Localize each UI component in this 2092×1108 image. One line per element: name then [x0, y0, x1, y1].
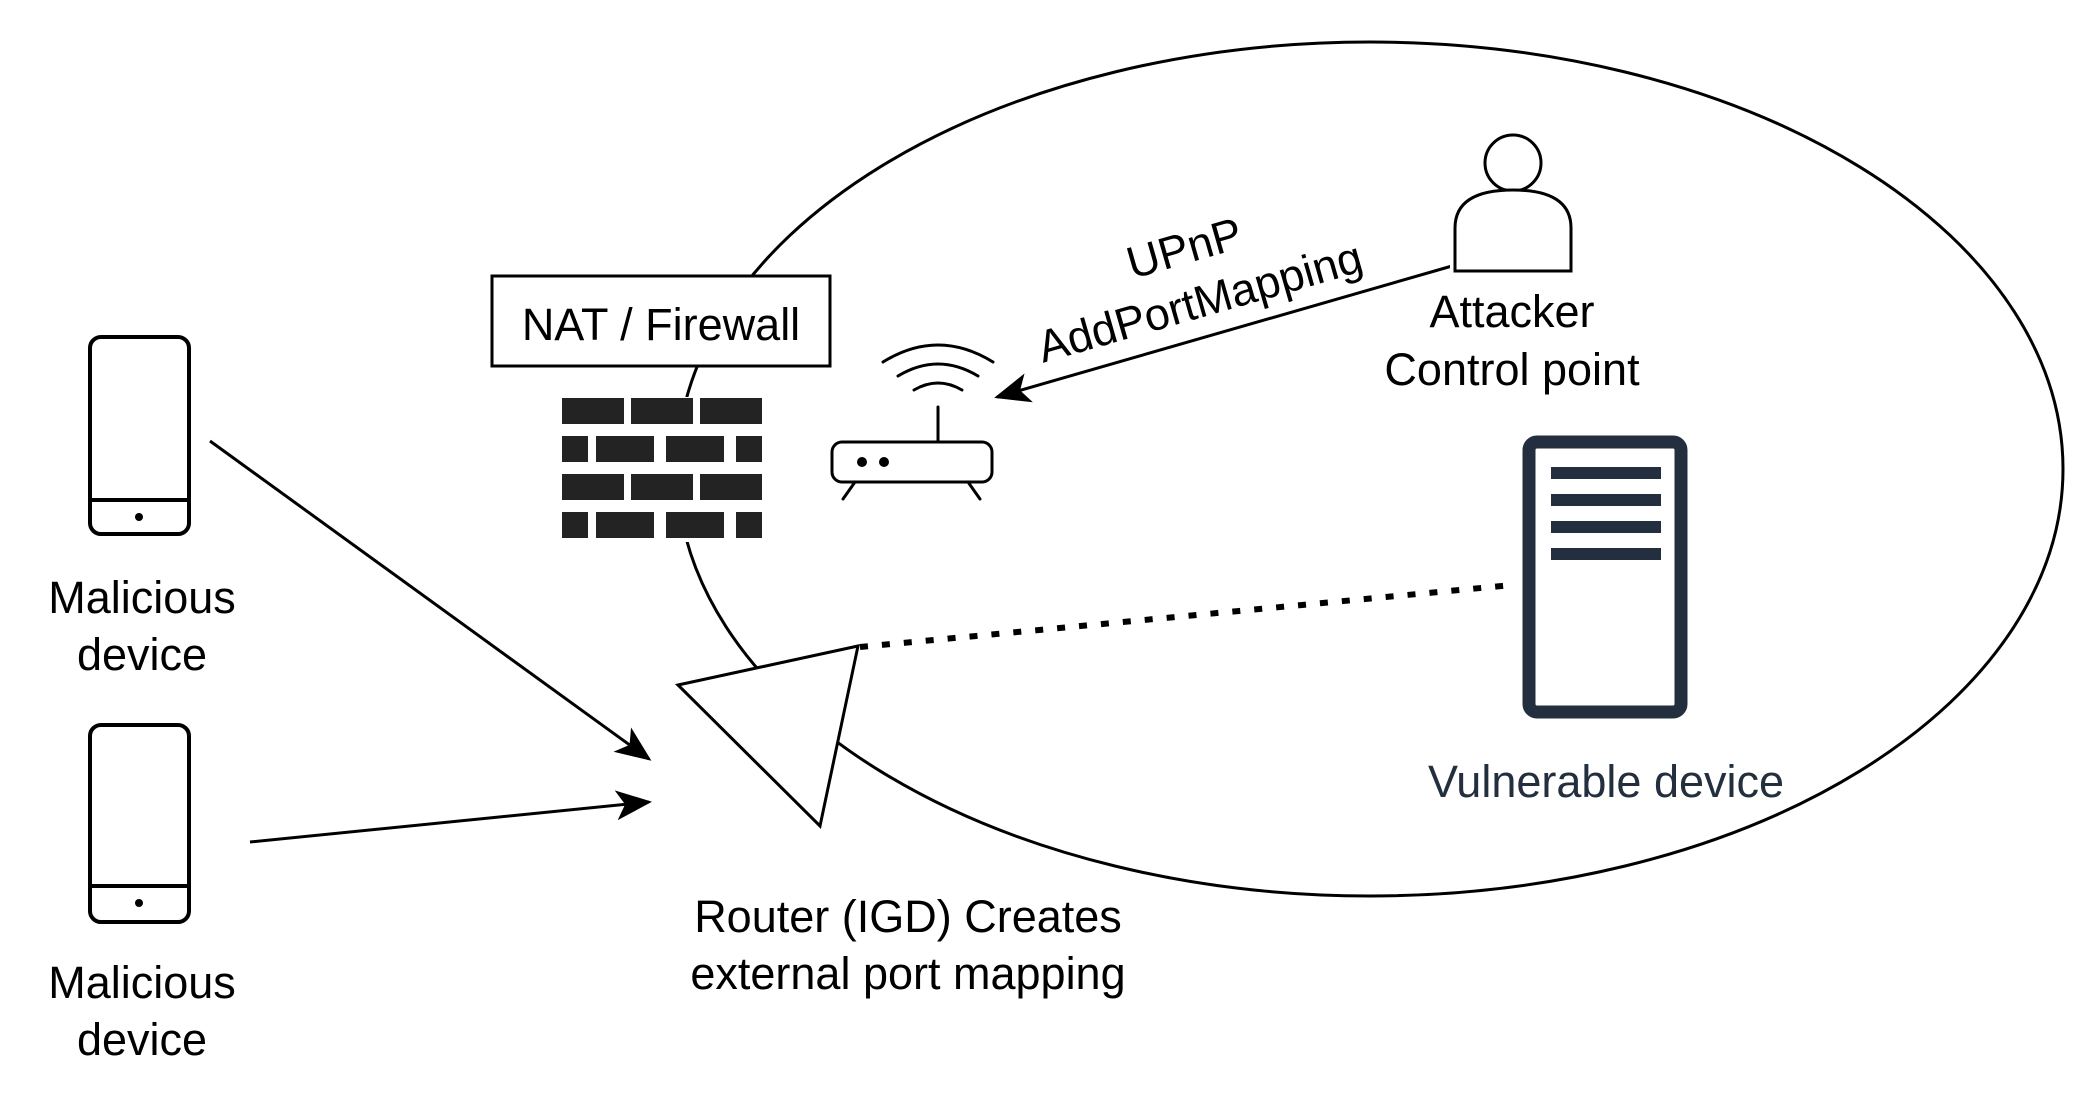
malicious-device-2-label-line2: device	[77, 1014, 207, 1065]
brick-wall-icon	[560, 397, 762, 542]
port-mapping-dotted-link	[859, 582, 1513, 650]
nat-firewall-box: NAT / Firewall	[490, 274, 832, 368]
user-icon	[1450, 133, 1580, 273]
attacker-label-line1: Attacker	[1429, 286, 1594, 337]
malicious-device-2-label-line1: Malicious	[48, 957, 236, 1008]
attacker-label-line2: Control point	[1384, 344, 1640, 395]
server-icon	[1522, 435, 1688, 719]
smartphone-icon	[88, 335, 191, 536]
nat-firewall-label: NAT / Firewall	[522, 299, 800, 350]
malicious-device-1-label-line1: Malicious	[48, 572, 236, 623]
malicious-arrow-2	[249, 790, 652, 844]
router-igd-triangle	[674, 644, 860, 830]
local-network-boundary	[675, 40, 2065, 898]
wifi-router-icon	[830, 343, 995, 501]
malicious-arrow-1	[209, 439, 652, 761]
malicious-device-1-label-line2: device	[77, 629, 207, 680]
upnp-label: UPnP AddPortMapping	[1032, 207, 1368, 372]
smartphone-icon	[88, 723, 191, 924]
igd-label-line1: Router (IGD) Creates	[694, 891, 1122, 942]
upnp-arrow	[994, 264, 1453, 403]
vulnerable-device-label: Vulnerable device	[1428, 756, 1784, 807]
igd-label-line2: external port mapping	[690, 948, 1125, 999]
